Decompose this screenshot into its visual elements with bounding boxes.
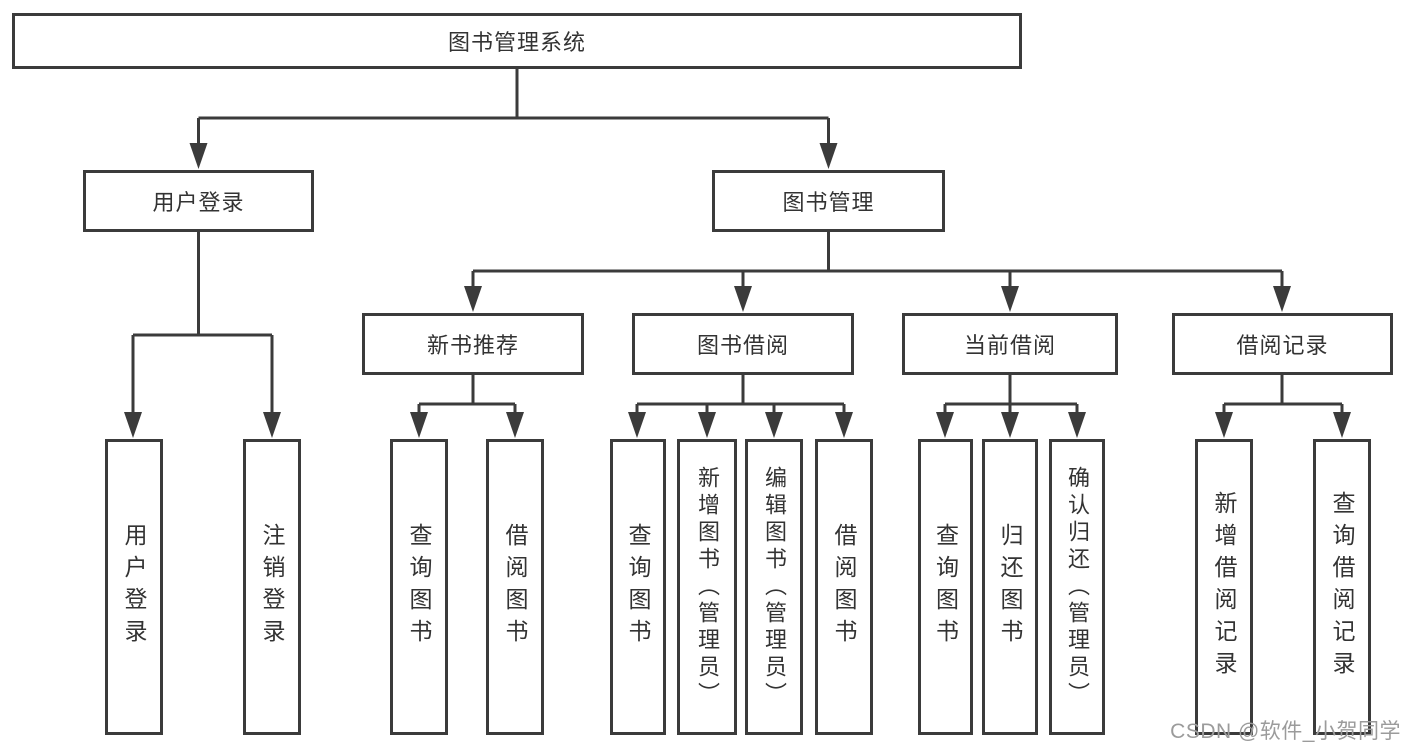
node-user-login-label: 用户登录	[152, 190, 245, 215]
leaf-query-borrow-record: 查询借阅记录	[1313, 439, 1371, 735]
node-system-root: 图书管理系统	[12, 13, 1022, 69]
leaf-borrow-query-books: 查询图书	[610, 439, 666, 735]
node-borrow-records: 借阅记录	[1172, 313, 1393, 375]
leaf-current-query-books-label: 查询图书	[932, 523, 959, 651]
leaf-borrow-query-books-label: 查询图书	[625, 523, 651, 651]
node-user-login: 用户登录	[83, 170, 314, 232]
leaf-borrow-books: 借阅图书	[815, 439, 873, 735]
leaf-add-borrow-record-label: 新增借阅记录	[1211, 491, 1237, 683]
node-borrow-records-label: 借阅记录	[1236, 333, 1329, 358]
node-current-borrow: 当前借阅	[902, 313, 1118, 375]
leaf-add-borrow-record: 新增借阅记录	[1195, 439, 1253, 735]
leaf-logout: 注销登录	[243, 439, 301, 735]
leaf-edit-books-admin-label: 编辑图书（管理员）	[762, 465, 787, 709]
leaf-add-books-admin-label: 新增图书（管理员）	[695, 465, 720, 709]
leaf-logout-label: 注销登录	[259, 523, 285, 651]
watermark: CSDN @软件_小贺同学	[1170, 720, 1401, 743]
leaf-confirm-return-admin-label: 确认归还（管理员）	[1065, 465, 1090, 709]
leaf-recommend-borrow-books: 借阅图书	[486, 439, 544, 735]
node-book-borrow: 图书借阅	[632, 313, 854, 375]
leaf-recommend-borrow-books-label: 借阅图书	[502, 523, 528, 651]
leaf-return-books-label: 归还图书	[997, 523, 1023, 651]
node-new-book-recommend-label: 新书推荐	[426, 333, 519, 358]
node-book-management-label: 图书管理	[782, 190, 875, 215]
leaf-user-login: 用户登录	[105, 439, 163, 735]
leaf-current-query-books: 查询图书	[918, 439, 973, 735]
leaf-recommend-query-books-label: 查询图书	[406, 523, 432, 651]
leaf-return-books: 归还图书	[982, 439, 1038, 735]
node-new-book-recommend: 新书推荐	[362, 313, 584, 375]
arrowhead-icons	[124, 143, 1351, 438]
leaf-edit-books-admin: 编辑图书（管理员）	[745, 439, 803, 735]
leaf-recommend-query-books: 查询图书	[390, 439, 448, 735]
leaf-borrow-books-label: 借阅图书	[831, 523, 857, 651]
node-book-management: 图书管理	[712, 170, 945, 232]
node-current-borrow-label: 当前借阅	[963, 333, 1056, 358]
leaf-user-login-label: 用户登录	[121, 523, 147, 651]
leaf-add-books-admin: 新增图书（管理员）	[677, 439, 737, 735]
leaf-query-borrow-record-label: 查询借阅记录	[1329, 491, 1355, 683]
node-book-borrow-label: 图书借阅	[696, 333, 789, 358]
leaf-confirm-return-admin: 确认归还（管理员）	[1049, 439, 1105, 735]
node-system-root-label: 图书管理系统	[447, 30, 586, 55]
